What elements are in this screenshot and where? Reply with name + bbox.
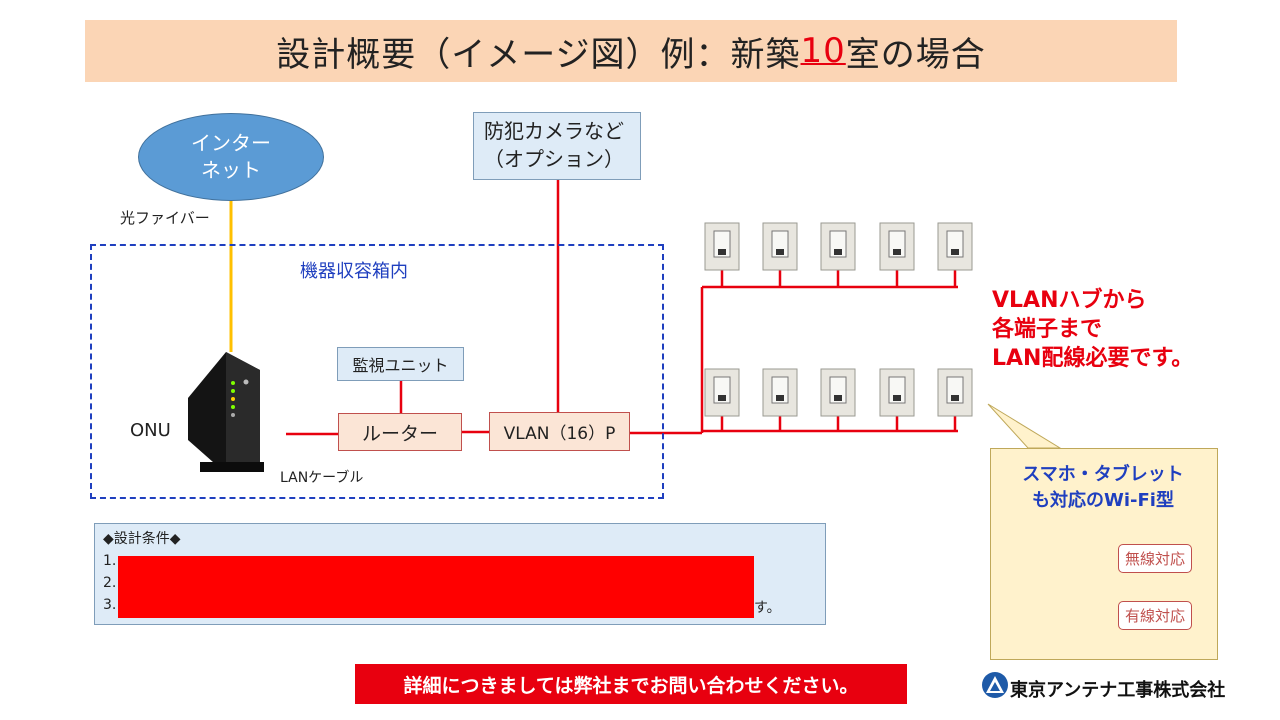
company-logo bbox=[982, 672, 1008, 698]
wiring-note-line1: VLANハブから bbox=[992, 288, 1147, 313]
redaction-block bbox=[118, 556, 754, 618]
wall-outlet bbox=[762, 368, 798, 417]
wifi-title-line1: スマホ・タブレット bbox=[1022, 464, 1184, 485]
title-highlight: 10 bbox=[800, 31, 846, 71]
condition-line-3-tail: す。 bbox=[754, 600, 781, 616]
wired-label: 有線対応 bbox=[1118, 601, 1193, 630]
wall-outlet bbox=[820, 368, 856, 417]
wall-outlet bbox=[704, 222, 740, 271]
contact-note: 詳細につきましては弊社までお問い合わせください。 bbox=[355, 664, 907, 704]
onu-label: ONU bbox=[130, 420, 171, 441]
equipment-enclosure bbox=[90, 244, 664, 499]
camera-box: 防犯カメラなど （オプション） bbox=[473, 112, 641, 180]
wireless-label: 無線対応 bbox=[1118, 544, 1193, 573]
wall-outlet bbox=[937, 368, 973, 417]
wiring-note-line2: 各端子まで bbox=[992, 317, 1103, 342]
bubble-tail bbox=[987, 403, 1062, 449]
monitor-unit-box: 監視ユニット bbox=[337, 347, 464, 381]
company-name: 東京アンテナ工事株式会社 bbox=[1010, 680, 1226, 701]
outlets-top-row bbox=[704, 222, 973, 271]
internet-label-line1: インター bbox=[191, 131, 271, 155]
lan-cable-label: LANケーブル bbox=[280, 470, 364, 486]
wall-outlet bbox=[937, 222, 973, 271]
wifi-title-line2: も対応のWi-Fi型 bbox=[1032, 490, 1174, 511]
enclosure-label: 機器収容箱内 bbox=[300, 261, 408, 282]
outlets-bottom-row bbox=[704, 368, 973, 417]
onu-device-image bbox=[188, 352, 264, 472]
wall-outlet bbox=[820, 222, 856, 271]
internet-label-line2: ネット bbox=[201, 158, 261, 182]
wall-outlet bbox=[879, 368, 915, 417]
internet-node: インターネット bbox=[138, 113, 324, 201]
wall-outlet bbox=[762, 222, 798, 271]
condition-line-2: 2. bbox=[103, 575, 117, 591]
router-box: ルーター bbox=[338, 413, 462, 451]
bottom-branches bbox=[720, 416, 957, 431]
wall-outlet bbox=[704, 368, 740, 417]
wiring-note: VLANハブから 各端子まで LAN配線必要です。 bbox=[992, 286, 1193, 373]
camera-label-line2: （オプション） bbox=[484, 147, 624, 171]
top-branches bbox=[720, 270, 957, 287]
wiring-note-line3: LAN配線必要です。 bbox=[992, 346, 1194, 371]
title-suffix: 室の場合 bbox=[845, 34, 986, 75]
fiber-label: 光ファイバー bbox=[120, 209, 210, 227]
wall-outlet bbox=[879, 222, 915, 271]
camera-label-line1: 防犯カメラなど bbox=[484, 119, 624, 143]
title-prefix: 設計概要（イメージ図）例：新築 bbox=[276, 34, 801, 75]
vlan-hub-box: VLAN（16）P bbox=[489, 412, 630, 451]
conditions-header: ◆設計条件◆ bbox=[103, 531, 181, 547]
wifi-callout-title: スマホ・タブレット も対応のWi-Fi型 bbox=[998, 462, 1208, 514]
condition-line-3: 3. bbox=[103, 597, 117, 613]
condition-line-1: 1. bbox=[103, 553, 117, 569]
